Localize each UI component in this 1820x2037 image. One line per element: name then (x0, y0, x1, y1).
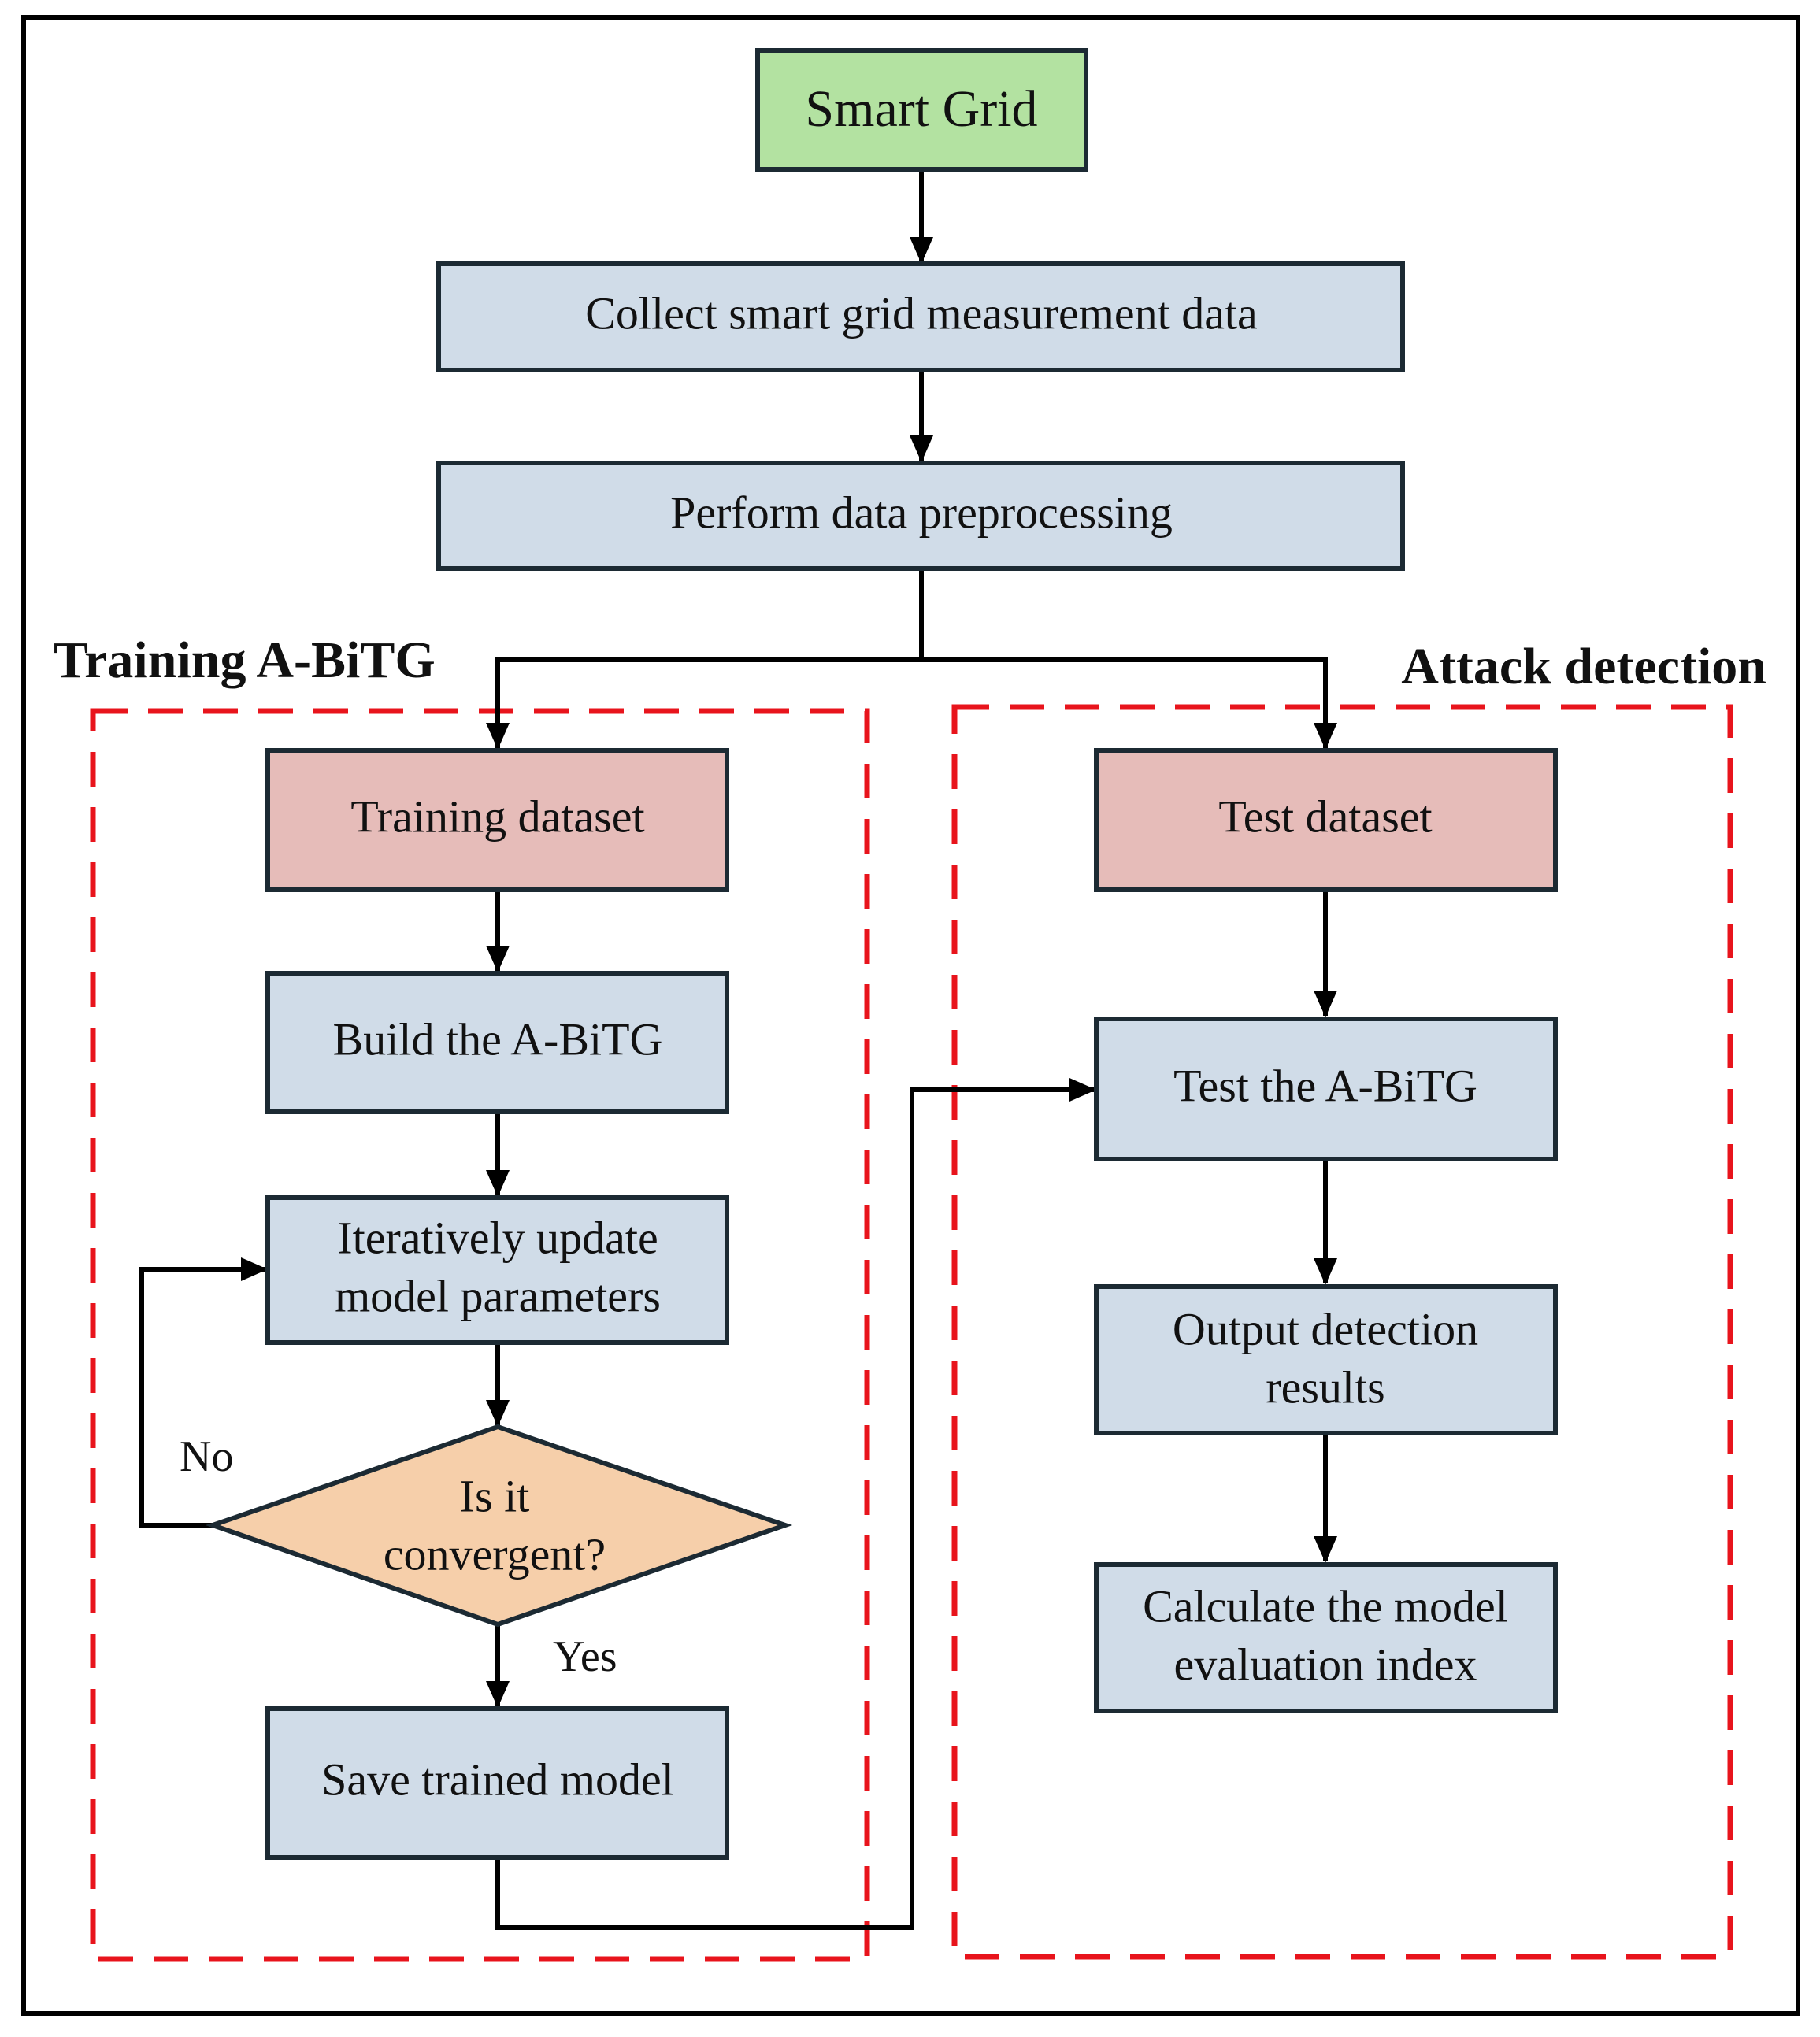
test-dataset-label: Test dataset (1218, 791, 1432, 842)
training-dataset-label: Training dataset (350, 791, 644, 842)
preprocess-label: Perform data preprocessing (670, 487, 1173, 538)
attack-region-title: Attack detection (1401, 638, 1766, 695)
edge-split-bus (486, 569, 924, 750)
training-region-title: Training A-BiTG (54, 631, 436, 689)
collect-data-label: Collect smart grid measurement data (585, 287, 1258, 339)
training-region (90, 708, 870, 1962)
attack-region (951, 704, 1733, 1960)
edge-split-test (921, 657, 1337, 750)
test-model-label: Test the A-BiTG (1173, 1060, 1477, 1111)
iterate-label-line2: model parameters (335, 1270, 661, 1321)
save-model-label: Save trained model (321, 1754, 674, 1805)
calculate-index-node: Calculate the model evaluation index (1094, 1562, 1558, 1713)
build-model-node: Build the A-BiTG (265, 971, 729, 1114)
decision-label-line2: convergent? (384, 1528, 606, 1580)
decision-label-line1: Is it (460, 1470, 530, 1521)
output-results-node: Output detection results (1094, 1284, 1558, 1435)
edge-decision-no-loop (139, 1257, 268, 1528)
calculate-label-line2: evaluation index (1174, 1639, 1477, 1690)
output-label-line1: Output detection (1173, 1303, 1478, 1354)
test-model-node: Test the A-BiTG (1094, 1017, 1558, 1161)
build-model-label: Build the A-BiTG (333, 1013, 663, 1065)
connectors (139, 169, 1337, 1930)
calculate-label-line1: Calculate the model (1143, 1580, 1508, 1631)
preprocess-node: Perform data preprocessing (436, 461, 1405, 571)
no-branch-label: No (180, 1432, 233, 1481)
yes-branch-label: Yes (553, 1632, 617, 1681)
test-dataset-node: Test dataset (1094, 748, 1558, 892)
collect-data-node: Collect smart grid measurement data (436, 261, 1405, 372)
convergence-decision-node: Is it convergent? (205, 1424, 793, 1628)
output-label-line2: results (1266, 1361, 1384, 1413)
save-model-node: Save trained model (265, 1706, 729, 1860)
training-dataset-node: Training dataset (265, 748, 729, 892)
iterate-node: Iteratively update model parameters (265, 1195, 729, 1345)
outer-frame (21, 15, 1800, 2016)
iterate-label-line1: Iteratively update (337, 1212, 658, 1263)
edge-save-test (495, 1078, 1096, 1930)
smart-grid-node: Smart Grid (755, 48, 1088, 172)
smart-grid-label: Smart Grid (805, 80, 1037, 138)
